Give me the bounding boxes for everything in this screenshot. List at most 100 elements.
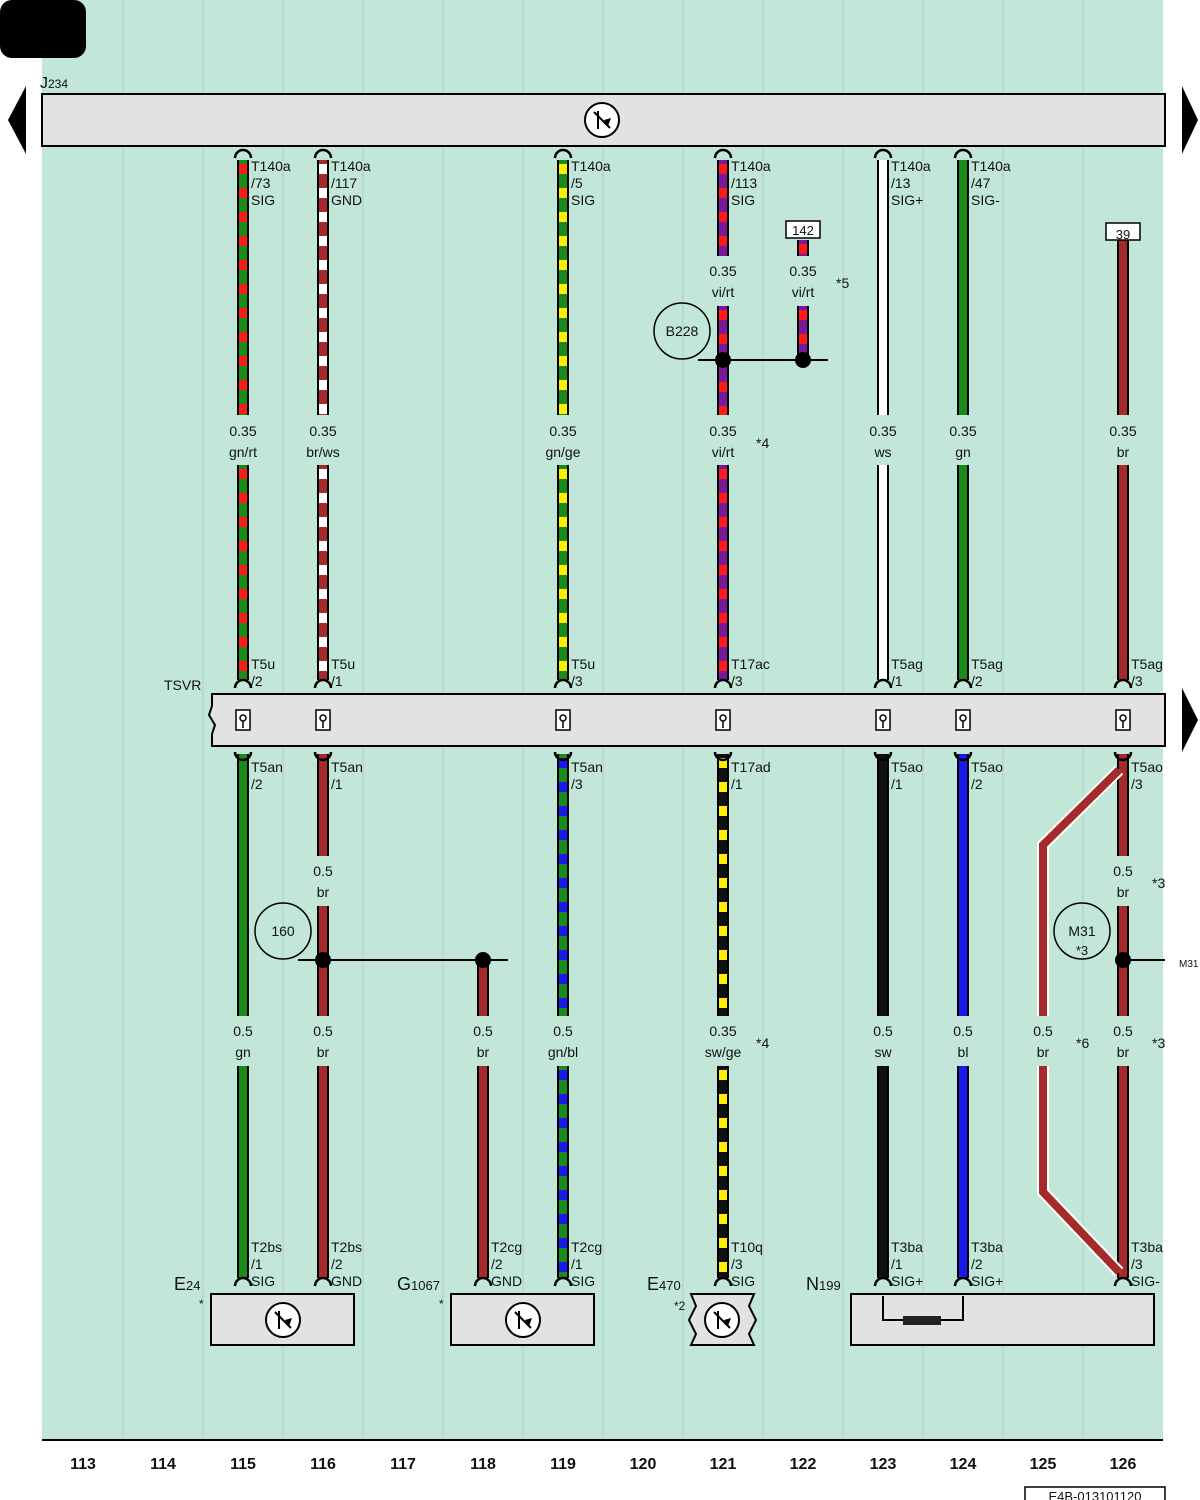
bottom-pin-124-c: SIG+ [971, 1273, 1003, 1289]
wire-code-119-upper: gn/ge [545, 444, 580, 460]
connector-tsvr-top-115 [233, 678, 253, 689]
tsvr-lower-pin-116-b: /1 [331, 776, 343, 792]
bottom-pin-121-a: T10q [731, 1239, 763, 1255]
pin-label-116-c: GND [331, 192, 362, 208]
splice-m31-note: *3 [1076, 943, 1088, 958]
connector-symbol-icon [1115, 709, 1131, 731]
pin-label-121-b: /113 [731, 175, 757, 191]
tsvr-pin-116-a: T5u [331, 656, 355, 672]
wire-size-126-upper: 0.35 [1109, 423, 1136, 439]
wire-size-121-upper: 0.35 [709, 423, 736, 439]
doc-id-text: E4B-013101120 [1048, 1489, 1141, 1500]
connector-tsvr-top-123 [873, 678, 893, 689]
wire-code-116-lower: br [317, 1044, 330, 1060]
wire-size-123-lower: 0.5 [873, 1023, 893, 1039]
column-number: 122 [790, 1456, 817, 1473]
wire-code-122: vi/rt [792, 284, 815, 300]
pin-label-115-b: /73 [251, 175, 271, 191]
ref-box-39 [1105, 222, 1141, 241]
connector-j234-119 [553, 148, 573, 159]
wire-size-126-lower: 0.5 [1113, 1023, 1133, 1039]
pin-label-116-a: T140a [331, 158, 371, 174]
tsvr-splice-bar [207, 693, 1166, 747]
splice-b228-circle [653, 302, 711, 360]
pin-label-123-a: T140a [891, 158, 931, 174]
column-number: 125 [1030, 1456, 1057, 1473]
pin-label-124-c: SIG- [971, 192, 1000, 208]
tsvr-lower-pin-121-a: T17ad [731, 759, 771, 775]
ref-box-39-text: 39 [1116, 227, 1130, 242]
connector-component-126 [1113, 1276, 1133, 1287]
tsvr-lower-pin-123-b: /1 [891, 776, 903, 792]
wire-size-122: 0.35 [789, 263, 816, 279]
bottom-pin-119-b: /1 [571, 1256, 583, 1272]
wire-code-116-mid: br [317, 884, 330, 900]
control-unit-label: J234 [40, 75, 68, 92]
connector-tsvr-bottom-121 [713, 751, 733, 762]
wire-code-126-upper: br [1117, 444, 1130, 460]
wire-code-121-top: vi/rt [712, 284, 735, 300]
bottom-pin-121-b: /3 [731, 1256, 743, 1272]
pin-label-115-a: T140a [251, 158, 291, 174]
tsvr-pin-124-a: T5ag [971, 656, 1003, 672]
tsvr-lower-pin-123-a: T5ao [891, 759, 923, 775]
tsvr-pin-115-b: /2 [251, 673, 263, 689]
connector-tsvr-top-116 [313, 678, 333, 689]
control-unit-symbol-icon [584, 102, 620, 138]
note-126-mid: *3 [1152, 875, 1165, 891]
nav-arrow-right-lower-icon[interactable] [1182, 688, 1198, 752]
wire-size-125-lower: 0.5 [1033, 1023, 1053, 1039]
tsvr-lower-pin-121-b: /1 [731, 776, 743, 792]
bottom-pin-115-b: /1 [251, 1256, 263, 1272]
connector-symbol-icon [715, 709, 731, 731]
component-g1067-label: G1067 [397, 1274, 440, 1294]
pin-label-124-a: T140a [971, 158, 1011, 174]
component-n199-label: N199 [806, 1274, 841, 1294]
tsvr-pin-121-b: /3 [731, 673, 743, 689]
tsvr-lower-pin-124-b: /2 [971, 776, 983, 792]
connector-tsvr-bottom-119 [553, 751, 573, 762]
splice-160-circle [254, 902, 312, 960]
ref-box-142-text: 142 [792, 223, 814, 238]
bottom-pin-124-b: /2 [971, 1256, 983, 1272]
connector-component-124 [953, 1276, 973, 1287]
nav-arrow-left-icon[interactable] [8, 86, 26, 154]
connector-tsvr-bottom-116 [313, 751, 333, 762]
wire-code-119-lower: gn/bl [548, 1044, 578, 1060]
bottom-pin-123-b: /1 [891, 1256, 903, 1272]
bottom-pin-115-a: T2bs [251, 1239, 282, 1255]
splice-b228-label: B228 [666, 323, 699, 339]
wire-code-126-lower: br [1117, 1044, 1130, 1060]
column-number: 114 [150, 1456, 176, 1473]
component-e24-label: E24 [174, 1274, 200, 1294]
pin-label-121-c: SIG [731, 192, 755, 208]
tsvr-pin-116-b: /1 [331, 673, 343, 689]
wire-size-116-lower: 0.5 [313, 1023, 333, 1039]
pin-label-121-a: T140a [731, 158, 771, 174]
pin-label-123-b: /13 [891, 175, 911, 191]
nav-arrow-right-icon[interactable] [1182, 86, 1198, 154]
column-number: 115 [230, 1456, 256, 1473]
bottom-pin-118-b: /2 [491, 1256, 503, 1272]
bottom-pin-121-c: SIG [731, 1273, 755, 1289]
wire-size-121-lower: 0.35 [709, 1023, 736, 1039]
component-e470-star: *2 [674, 1299, 686, 1313]
bottom-pin-116-b: /2 [331, 1256, 343, 1272]
connector-component-116 [313, 1276, 333, 1287]
column-number: 120 [630, 1456, 657, 1473]
wire-size-126-mid: 0.5 [1113, 863, 1133, 879]
wire-size-124-lower: 0.5 [953, 1023, 973, 1039]
wire-size-124-upper: 0.35 [949, 423, 976, 439]
wire-size-115-lower: 0.5 [233, 1023, 253, 1039]
tsvr-pin-126-a: T5ag [1131, 656, 1163, 672]
pin-label-115-c: SIG [251, 192, 275, 208]
wire-code-121-lower: sw/ge [705, 1044, 742, 1060]
note-125-lower: *6 [1076, 1035, 1089, 1051]
wire-size-116-upper: 0.35 [309, 423, 336, 439]
wire-code-124-lower: bl [958, 1044, 969, 1060]
tsvr-pin-121-a: T17ac [731, 656, 770, 672]
pin-label-119-c: SIG [571, 192, 595, 208]
wire-code-121-upper: vi/rt [712, 444, 735, 460]
